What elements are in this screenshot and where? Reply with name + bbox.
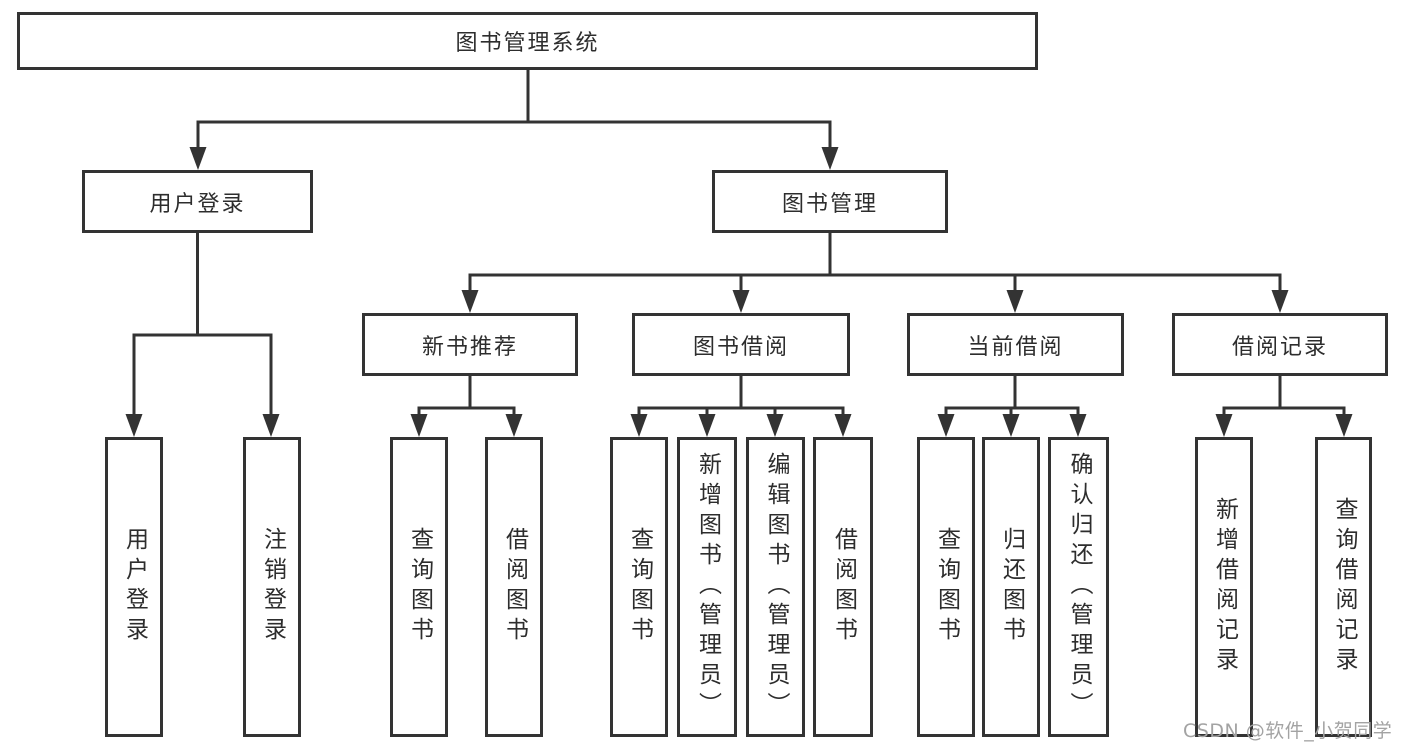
leaf-add-book-admin: 新增图书（管理员） bbox=[677, 437, 737, 737]
leaf-label: 新增图书（管理员） bbox=[694, 452, 721, 722]
leaf-label: 查询图书 bbox=[933, 527, 960, 647]
node-label: 图书管理 bbox=[781, 191, 878, 217]
leaf-query-books-borrowing: 查询图书 bbox=[610, 437, 668, 737]
csdn-watermark: CSDN @软件_小贺同学 bbox=[1183, 720, 1393, 742]
node-label: 用户登录 bbox=[149, 191, 246, 217]
node-label: 当前借阅 bbox=[967, 334, 1064, 360]
leaf-user-login: 用户登录 bbox=[105, 437, 163, 737]
leaf-label: 用户登录 bbox=[121, 527, 148, 647]
leaf-label: 借阅图书 bbox=[830, 527, 857, 647]
leaf-query-books-recommendation: 查询图书 bbox=[390, 437, 448, 737]
node-current-borrowing: 当前借阅 bbox=[907, 313, 1124, 376]
leaf-query-books-current: 查询图书 bbox=[917, 437, 975, 737]
leaf-label: 查询借阅记录 bbox=[1331, 497, 1357, 677]
leaf-label: 查询图书 bbox=[406, 527, 433, 647]
node-book-borrowing: 图书借阅 bbox=[632, 313, 850, 376]
leaf-borrow-books-recommendation: 借阅图书 bbox=[485, 437, 543, 737]
node-book-management: 图书管理 bbox=[712, 170, 948, 233]
node-user-login: 用户登录 bbox=[82, 170, 313, 233]
leaf-label: 借阅图书 bbox=[501, 527, 528, 647]
leaf-label: 确认归还（管理员） bbox=[1066, 452, 1092, 722]
leaf-query-borrow-record: 查询借阅记录 bbox=[1315, 437, 1372, 737]
node-label: 图书管理系统 bbox=[455, 31, 600, 56]
leaf-label: 归还图书 bbox=[998, 527, 1025, 647]
leaf-add-borrow-record: 新增借阅记录 bbox=[1195, 437, 1253, 737]
node-new-book-recommendation: 新书推荐 bbox=[362, 313, 578, 376]
leaf-label: 注销登录 bbox=[259, 527, 286, 647]
leaf-label: 新增借阅记录 bbox=[1211, 497, 1238, 677]
leaf-logout: 注销登录 bbox=[243, 437, 301, 737]
node-label: 借阅记录 bbox=[1231, 334, 1328, 360]
leaf-return-book: 归还图书 bbox=[982, 437, 1040, 737]
node-library-management-system: 图书管理系统 bbox=[17, 12, 1038, 70]
node-label: 图书借阅 bbox=[692, 334, 789, 360]
leaf-confirm-return-admin: 确认归还（管理员） bbox=[1048, 437, 1109, 737]
node-borrowing-records: 借阅记录 bbox=[1172, 313, 1388, 376]
leaf-label: 查询图书 bbox=[626, 527, 653, 647]
node-label: 新书推荐 bbox=[421, 334, 518, 360]
leaf-borrow-book: 借阅图书 bbox=[813, 437, 873, 737]
leaf-edit-book-admin: 编辑图书（管理员） bbox=[746, 437, 805, 737]
leaf-label: 编辑图书（管理员） bbox=[763, 452, 789, 722]
